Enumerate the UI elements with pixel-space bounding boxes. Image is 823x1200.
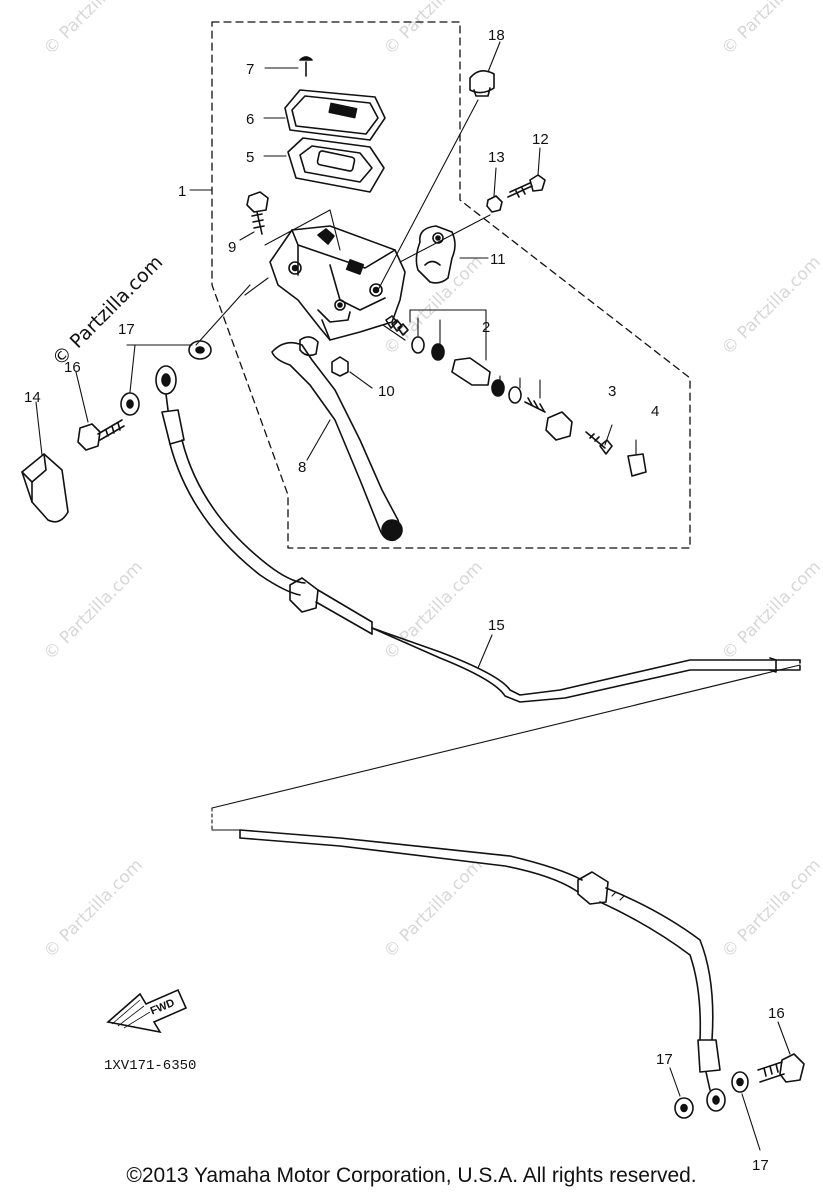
part-number-17-bottom-left: 17: [656, 1051, 673, 1068]
part-number-16: 16: [64, 359, 81, 376]
part-number-12: 12: [532, 131, 549, 148]
screw-part-7: [299, 56, 313, 77]
part-number-4: 4: [651, 403, 659, 420]
nut-part-10: [331, 356, 349, 377]
assembly-boundary: [211, 21, 691, 549]
part-number-5: 5: [246, 149, 254, 166]
leader-line: [306, 419, 331, 461]
brake-hose-part-15-lower: [239, 829, 726, 1112]
part-number-10: 10: [378, 383, 395, 400]
copyright-notice: ©2013 Yamaha Motor Corporation, U.S.A. A…: [126, 1164, 697, 1187]
leader-line: [126, 344, 193, 393]
part-number-16-bottom: 16: [768, 1005, 785, 1022]
leader-line: [487, 41, 501, 73]
leader-line: [349, 371, 373, 389]
nut-part-13: [486, 195, 503, 213]
piston-kit-part-2: [382, 309, 573, 441]
boot-part-14: [21, 401, 69, 523]
part-number-13: 13: [488, 149, 505, 166]
washer-part-17-bottom: [669, 1067, 694, 1119]
cap-part-18: [469, 70, 495, 97]
bolt-part-16-bottom: [757, 1021, 805, 1083]
part-number-7: 7: [246, 61, 254, 78]
part-number-17: 17: [118, 321, 135, 338]
reservoir-cap-part-6: [284, 89, 386, 141]
washer-part-17: [120, 392, 140, 416]
leader-line: [264, 209, 331, 246]
leader-line: [477, 634, 493, 669]
screw-part-3: [585, 424, 613, 455]
leader-line: [537, 147, 541, 176]
bolt-part-16: [75, 371, 125, 451]
brake-hose-part-15: [155, 365, 801, 703]
forward-arrow-icon: FWD: [106, 988, 188, 1034]
part-number-17-bottom-right: 17: [752, 1157, 769, 1174]
leader-line: [195, 284, 251, 346]
part-number-8: 8: [298, 459, 306, 476]
leader-line: [377, 99, 479, 291]
leader-line: [244, 277, 269, 296]
part-number-18: 18: [488, 27, 505, 44]
cap-part-4: [627, 439, 647, 477]
part-number-14: 14: [24, 389, 41, 406]
clamp-part-11: [415, 225, 456, 284]
lever-part-8: [271, 336, 403, 542]
washer-part-17: [188, 340, 212, 360]
leader-line: [329, 209, 341, 251]
bolt-part-9: [246, 191, 269, 235]
part-number-15: 15: [488, 617, 505, 634]
leader-line: [239, 231, 255, 241]
leader-line: [493, 167, 497, 197]
part-number-3: 3: [608, 383, 616, 400]
part-number-11: 11: [490, 251, 506, 268]
part-number-1: 1: [178, 183, 186, 200]
part-number-6: 6: [246, 111, 254, 128]
washer-part-17-bottom: [731, 1071, 761, 1151]
master-cylinder-body: [269, 225, 406, 341]
hose-break-line: [211, 664, 801, 809]
diagram-code: 1XV171-6350: [104, 1058, 197, 1074]
diaphragm-part-5: [287, 137, 385, 193]
part-number-9: 9: [228, 239, 236, 256]
screw-part-12: [507, 174, 546, 198]
leader-line: [399, 214, 491, 263]
part-number-2: 2: [482, 319, 490, 336]
